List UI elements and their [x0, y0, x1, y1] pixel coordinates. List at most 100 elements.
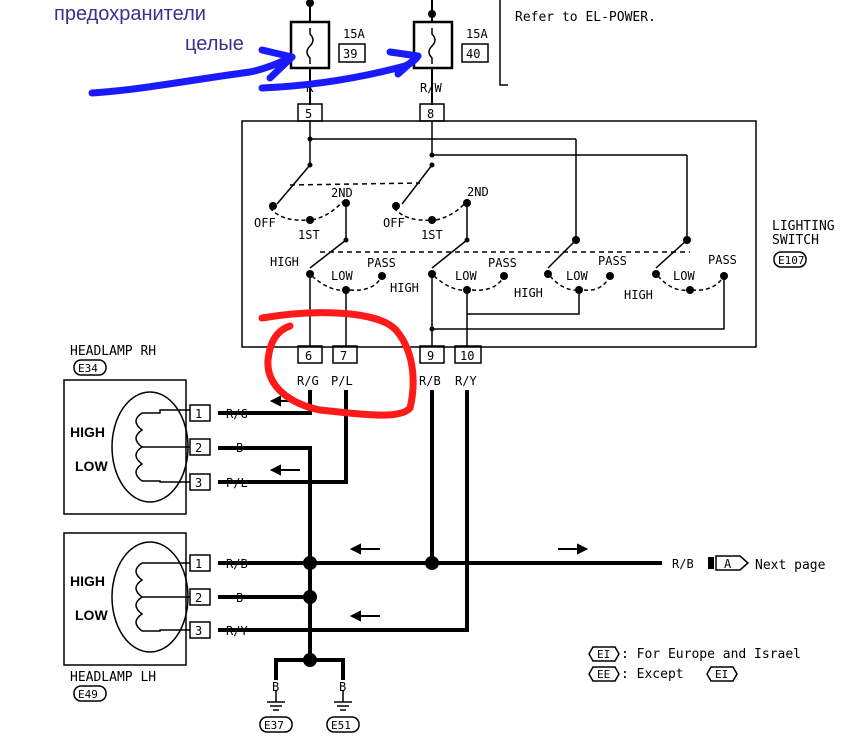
- label-off-1: OFF: [254, 216, 276, 230]
- headlamp-rh-pins: [189, 404, 211, 491]
- ground-2-code: E51: [331, 719, 351, 732]
- switch-contacts: [269, 136, 728, 332]
- headlamp-rh-pin-3: 3: [195, 476, 202, 490]
- fuse-40-rating: 15A: [466, 27, 488, 41]
- headlamp-lh-high: HIGH: [70, 573, 105, 589]
- next-page-terminal: [708, 557, 714, 569]
- headlamp-lh-wire-2: B: [236, 591, 243, 605]
- headlamp-lh-code: E49: [78, 688, 98, 701]
- next-page-wire: R/B: [672, 557, 694, 571]
- headlamp-rh-pin-2: 2: [195, 441, 202, 455]
- switch-bottom-connectors: [297, 345, 482, 364]
- ground-1-wire: B: [272, 680, 279, 694]
- pin-6: 6: [305, 349, 312, 363]
- switch-code-badge: [773, 251, 807, 268]
- headlamp-lh-pin-2: 2: [195, 591, 202, 605]
- headlamp-lh-low: LOW: [75, 607, 108, 623]
- headlamp-lh-pin-3: 3: [195, 624, 202, 638]
- headlamp-lh-pin-1: 1: [195, 557, 202, 571]
- fuse-39-number: 39: [343, 47, 357, 61]
- headlamp-rh-low: LOW: [75, 458, 108, 474]
- fuse-39-rating: 15A: [343, 27, 365, 41]
- legend-2-code: EE: [597, 668, 610, 681]
- label-low-1: LOW: [331, 269, 353, 283]
- label-high-2: HIGH: [390, 281, 419, 295]
- next-page-connector: [715, 555, 750, 571]
- headlamp-lh-wire-3: R/Y: [226, 624, 248, 638]
- headlamp-rh-pin-1: 1: [195, 407, 202, 421]
- label-1st-1: 1ST: [298, 228, 320, 242]
- pin-9: 9: [427, 349, 434, 363]
- annotation-line-2: целые: [185, 33, 244, 55]
- wire-rg: R/G: [297, 374, 319, 388]
- headlamp-rh-high: HIGH: [70, 424, 105, 440]
- current-arrows: [269, 395, 589, 622]
- headlamp-lh-wire-1: R/B: [226, 557, 248, 571]
- switch-title-1: LIGHTING: [772, 219, 835, 234]
- refer-note: Refer to EL-POWER.: [515, 10, 656, 25]
- pin-7: 7: [340, 349, 347, 363]
- headlamp-lh-box: [63, 532, 187, 666]
- pin-8: 8: [427, 107, 434, 121]
- label-low-4: LOW: [673, 269, 695, 283]
- switch-code: E107: [778, 254, 805, 267]
- switch-title-2: SWITCH: [772, 233, 819, 248]
- headlamp-rh-title: HEADLAMP RH: [70, 344, 156, 359]
- headlamp-lh-code-badge: [73, 685, 107, 702]
- label-high-4: HIGH: [624, 288, 653, 302]
- legend-2-ref: EI: [715, 668, 728, 681]
- label-pass-3: PASS: [598, 254, 627, 268]
- headlamp-rh-filaments: [135, 409, 190, 483]
- next-page-label[interactable]: Next page: [755, 558, 826, 573]
- next-page-ref: A: [724, 557, 732, 571]
- headlamp-rh-code: E34: [78, 362, 98, 375]
- headlamp-rh-wire-2: B: [236, 441, 243, 455]
- fuse-40-number: 40: [466, 47, 480, 61]
- wire-pl: P/L: [331, 374, 353, 388]
- pin-10: 10: [460, 349, 474, 363]
- fuse-40-wire: R/W: [420, 81, 442, 95]
- legend-badges: [588, 646, 738, 682]
- annotation-line-1: предохранители: [54, 3, 206, 25]
- legend-2-text: : Except: [621, 667, 684, 682]
- label-low-2: LOW: [455, 269, 477, 283]
- label-pass-4: PASS: [708, 253, 737, 267]
- switch-top-connectors: [297, 103, 445, 122]
- label-2nd-1: 2ND: [331, 186, 353, 200]
- ground-symbols: [259, 690, 360, 733]
- fuse-top-dot-1: [306, 0, 314, 7]
- wire-rb: R/B: [419, 374, 441, 388]
- blue-arrow-annotation: [88, 46, 422, 97]
- headlamp-rh-wire-1: R/G: [226, 407, 248, 421]
- label-2nd-2: 2ND: [467, 185, 489, 199]
- headlamp-lh-title: HEADLAMP LH: [70, 670, 156, 685]
- label-pass-2: PASS: [488, 256, 517, 270]
- legend-1-code: EI: [597, 648, 610, 661]
- label-off-2: OFF: [383, 216, 405, 230]
- harness-wires: [218, 390, 662, 680]
- headlamp-rh-wire-3: P/L: [226, 476, 248, 490]
- fuse-block: [289, 0, 508, 105]
- headlamp-lh-pins: [189, 554, 211, 639]
- label-high-3: HIGH: [514, 286, 543, 300]
- wire-ry: R/Y: [455, 374, 477, 388]
- headlamp-lh-filaments: [135, 562, 190, 632]
- red-circle-annotation: [258, 309, 417, 419]
- ground-1-code: E37: [264, 719, 284, 732]
- fuse-top-dot-2: [428, 10, 436, 18]
- pin-5: 5: [305, 107, 312, 121]
- legend-1-text: : For Europe and Israel: [621, 647, 801, 662]
- lighting-switch-box: [241, 120, 757, 348]
- fuse-39-wire: R: [306, 81, 314, 95]
- label-low-3: LOW: [566, 269, 588, 283]
- label-pass-1: PASS: [367, 256, 396, 270]
- wire-junctions: [303, 556, 439, 667]
- ground-2-wire: B: [339, 680, 346, 694]
- switch-position-labels: OFF 1ST 2ND OFF 1ST 2ND HIGH LOW PASS HI…: [254, 185, 737, 302]
- headlamp-rh-code-badge: [73, 359, 107, 376]
- label-high-1: HIGH: [270, 255, 299, 269]
- label-1st-2: 1ST: [421, 228, 443, 242]
- switch-internal-wiring: [269, 121, 725, 346]
